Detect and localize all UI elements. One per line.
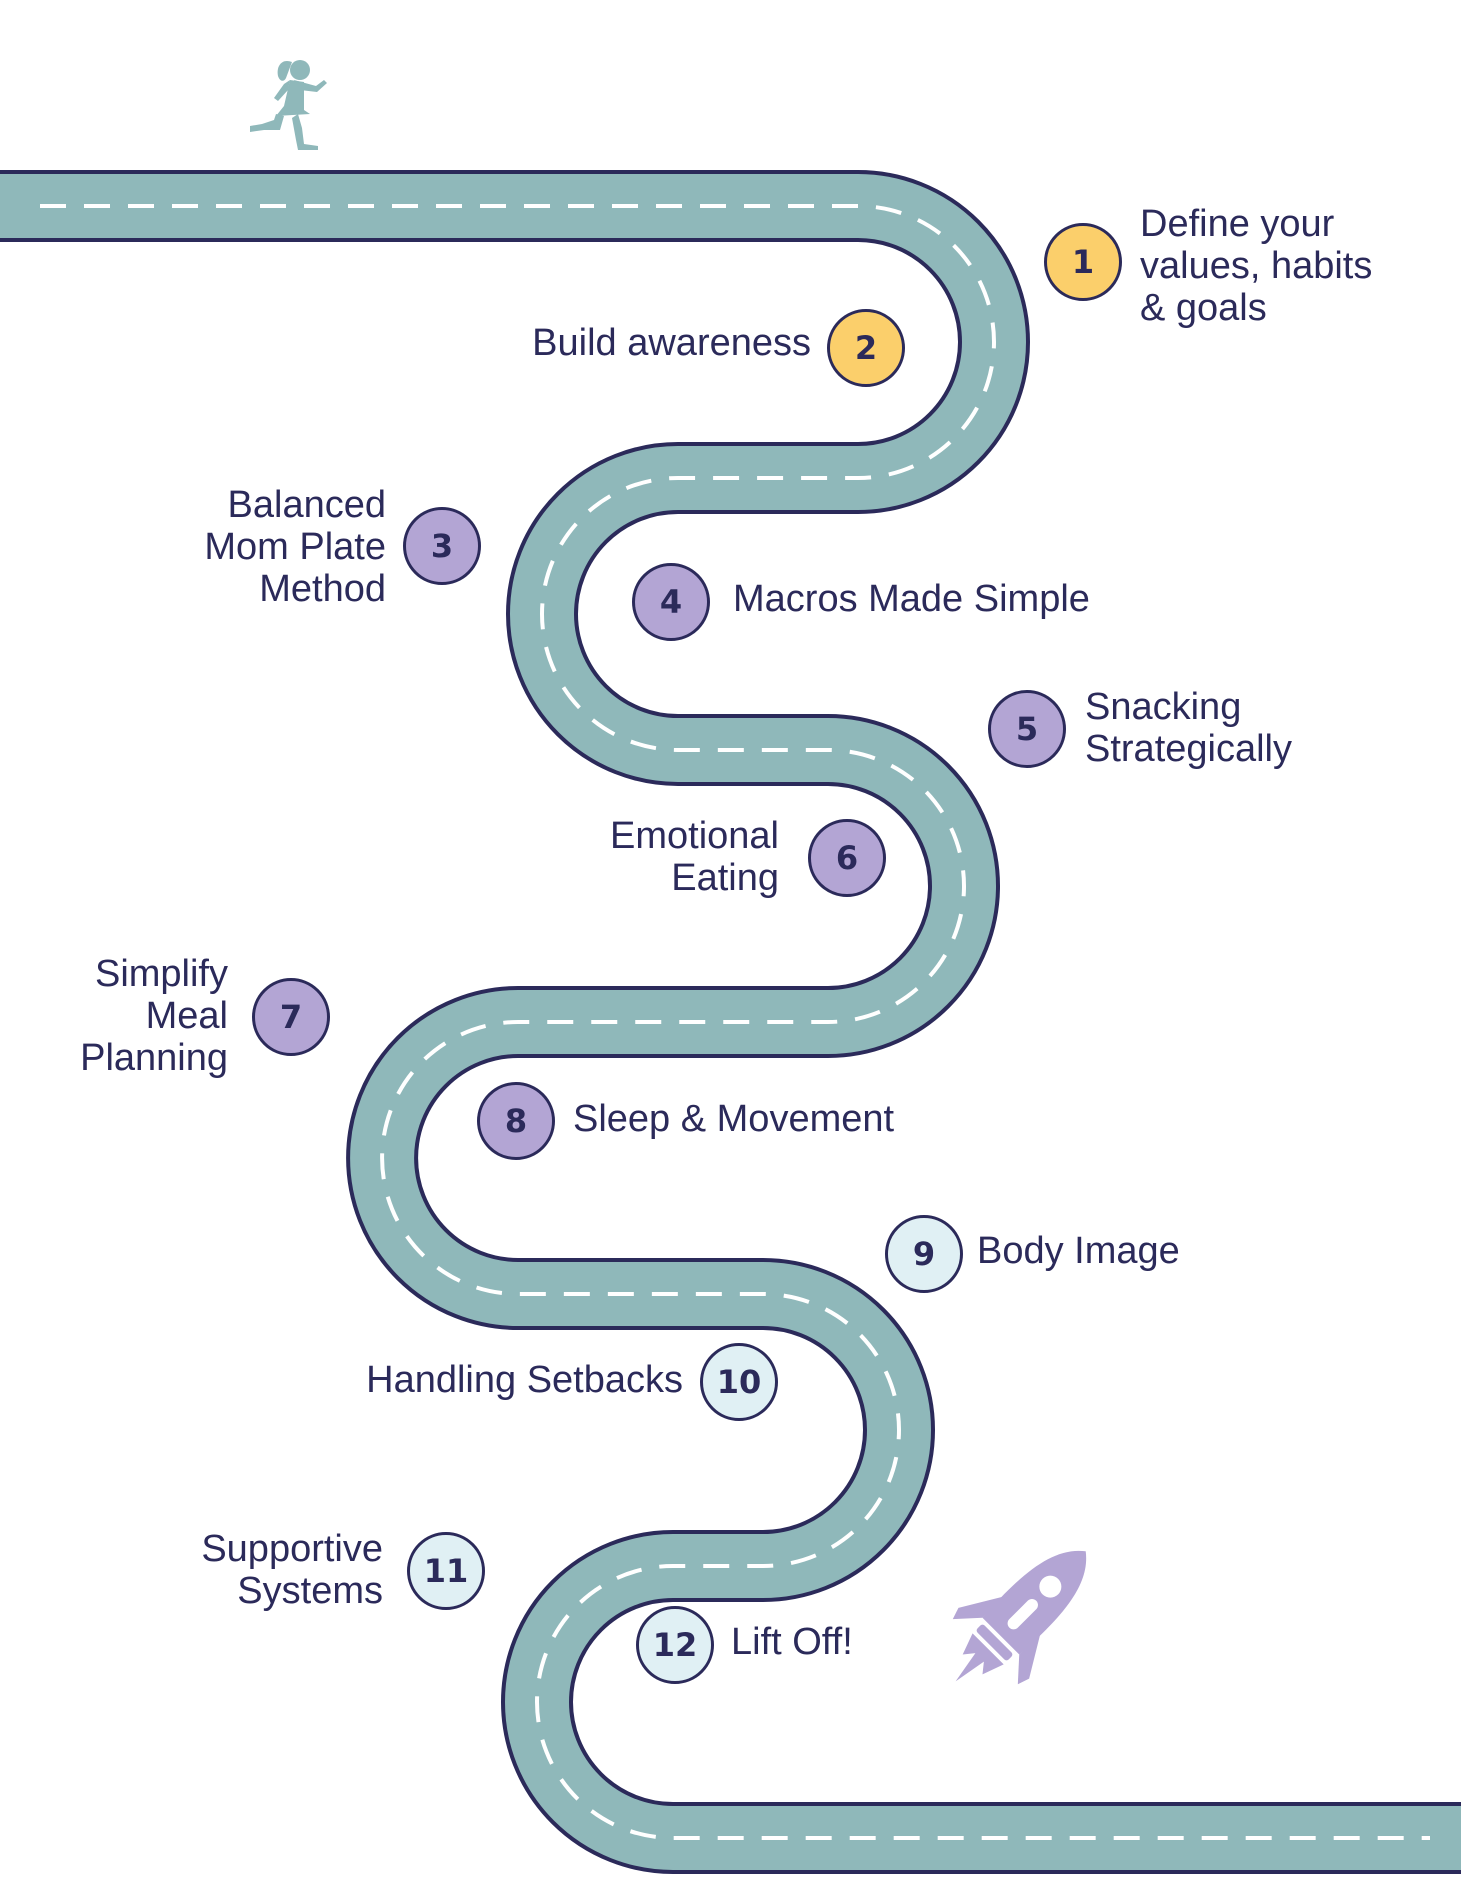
runner-icon — [250, 60, 327, 150]
step-5-label: Snacking Strategically — [1085, 686, 1292, 770]
road-surface — [0, 174, 1461, 1870]
step-4-marker: 4 — [632, 563, 710, 641]
step-3-label: Balanced Mom Plate Method — [204, 484, 386, 610]
step-10-marker: 10 — [700, 1343, 778, 1421]
step-8-marker: 8 — [477, 1082, 555, 1160]
step-2-marker: 2 — [827, 309, 905, 387]
step-11-marker: 11 — [407, 1532, 485, 1610]
step-5-marker: 5 — [988, 690, 1066, 768]
step-3-marker: 3 — [403, 507, 481, 585]
step-1-marker: 1 — [1044, 223, 1122, 301]
step-12-label: Lift Off! — [731, 1621, 853, 1663]
step-6-label: Emotional Eating — [610, 815, 779, 899]
step-9-label: Body Image — [977, 1230, 1180, 1272]
step-10-label: Handling Setbacks — [366, 1359, 683, 1401]
step-8-label: Sleep & Movement — [573, 1098, 895, 1140]
step-7-marker: 7 — [252, 978, 330, 1056]
step-6-marker: 6 — [808, 819, 886, 897]
step-2-label: Build awareness — [532, 322, 811, 364]
step-1-label: Define your values, habits & goals — [1140, 203, 1373, 329]
step-7-label: Simplify Meal Planning — [80, 953, 228, 1079]
step-9-marker: 9 — [885, 1215, 963, 1293]
step-11-label: Supportive Systems — [201, 1528, 383, 1612]
step-4-label: Macros Made Simple — [733, 578, 1090, 620]
rocket-icon — [952, 1550, 1087, 1685]
step-12-marker: 12 — [636, 1606, 714, 1684]
